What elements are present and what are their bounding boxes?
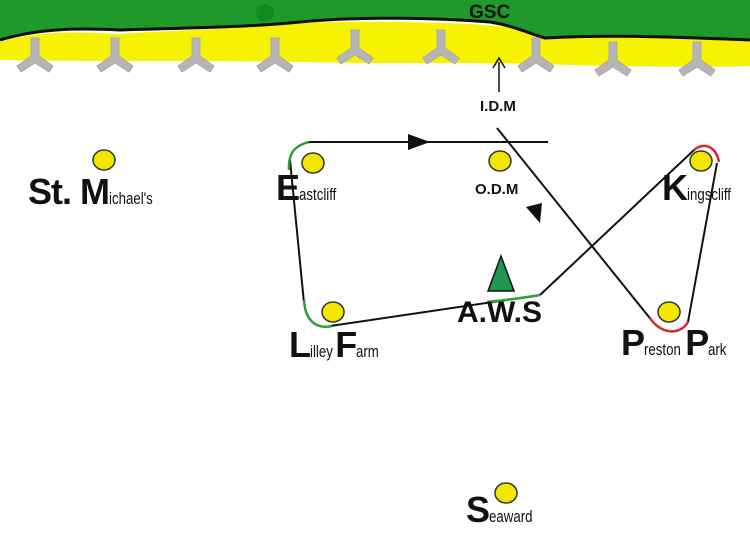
aws-marker-icon [486, 253, 516, 292]
tree-icon [256, 4, 274, 22]
buoy-lilley-farm-icon [321, 301, 345, 323]
lilley-farm-turn [302, 299, 333, 329]
direction-arrow-icon [408, 134, 430, 150]
preston-initial: P [621, 322, 645, 363]
idm-arrow-icon [492, 56, 506, 92]
buoy-kingscliff-icon [689, 150, 713, 172]
seaward-rest: eaward [489, 507, 533, 526]
farm-initial: F [335, 324, 357, 365]
grass-strip [0, 0, 750, 40]
lilley-initial: L [289, 324, 311, 365]
groyne-icon [517, 37, 555, 73]
buoy-st-michaels-icon [92, 149, 116, 171]
farm-rest: arm [356, 342, 380, 361]
buoy-preston-park-icon [657, 301, 681, 323]
kingscliff-rest: ingscliff [687, 185, 731, 204]
buoy-odm-icon [488, 150, 512, 172]
odm-label: O.D.M [475, 181, 519, 198]
course-route [289, 127, 718, 327]
groyne-icon [96, 37, 134, 73]
groyne-icon [336, 29, 374, 65]
direction-arrow-icon [526, 203, 542, 223]
groynes [16, 29, 716, 77]
buoy-seaward-icon [494, 482, 518, 504]
shoreline [0, 16, 750, 42]
eastcliff-rest: astcliff [299, 185, 337, 204]
groyne-icon [16, 37, 54, 73]
preston-park-turn [648, 317, 690, 333]
groyne-icon [422, 29, 460, 65]
groyne-icon [177, 37, 215, 73]
eastcliff-initial: E [276, 167, 300, 208]
buoy-eastcliff-icon [301, 152, 325, 174]
groyne-icon [678, 41, 716, 77]
buoys [92, 149, 713, 504]
st-michaels-rest: ichael's [109, 189, 153, 208]
preston-rest: reston [644, 340, 681, 359]
park-initial: P [685, 322, 709, 363]
beach-strip [0, 21, 750, 67]
lilley-rest: illey [310, 342, 333, 361]
aws-turn [486, 293, 541, 304]
park-rest: ark [708, 340, 727, 359]
gsc-label: GSC [469, 2, 511, 23]
groyne-icon [256, 37, 294, 73]
kingscliff-turn [693, 144, 721, 163]
eastcliff-turn [287, 140, 310, 171]
aws-label: A.W.S [457, 296, 543, 329]
idm-label: I.D.M [480, 98, 516, 115]
kingscliff-initial: K [662, 167, 688, 208]
seaward-initial: S [466, 489, 490, 530]
st-michaels-initial: St. M [28, 171, 110, 212]
groyne-icon [594, 41, 632, 77]
